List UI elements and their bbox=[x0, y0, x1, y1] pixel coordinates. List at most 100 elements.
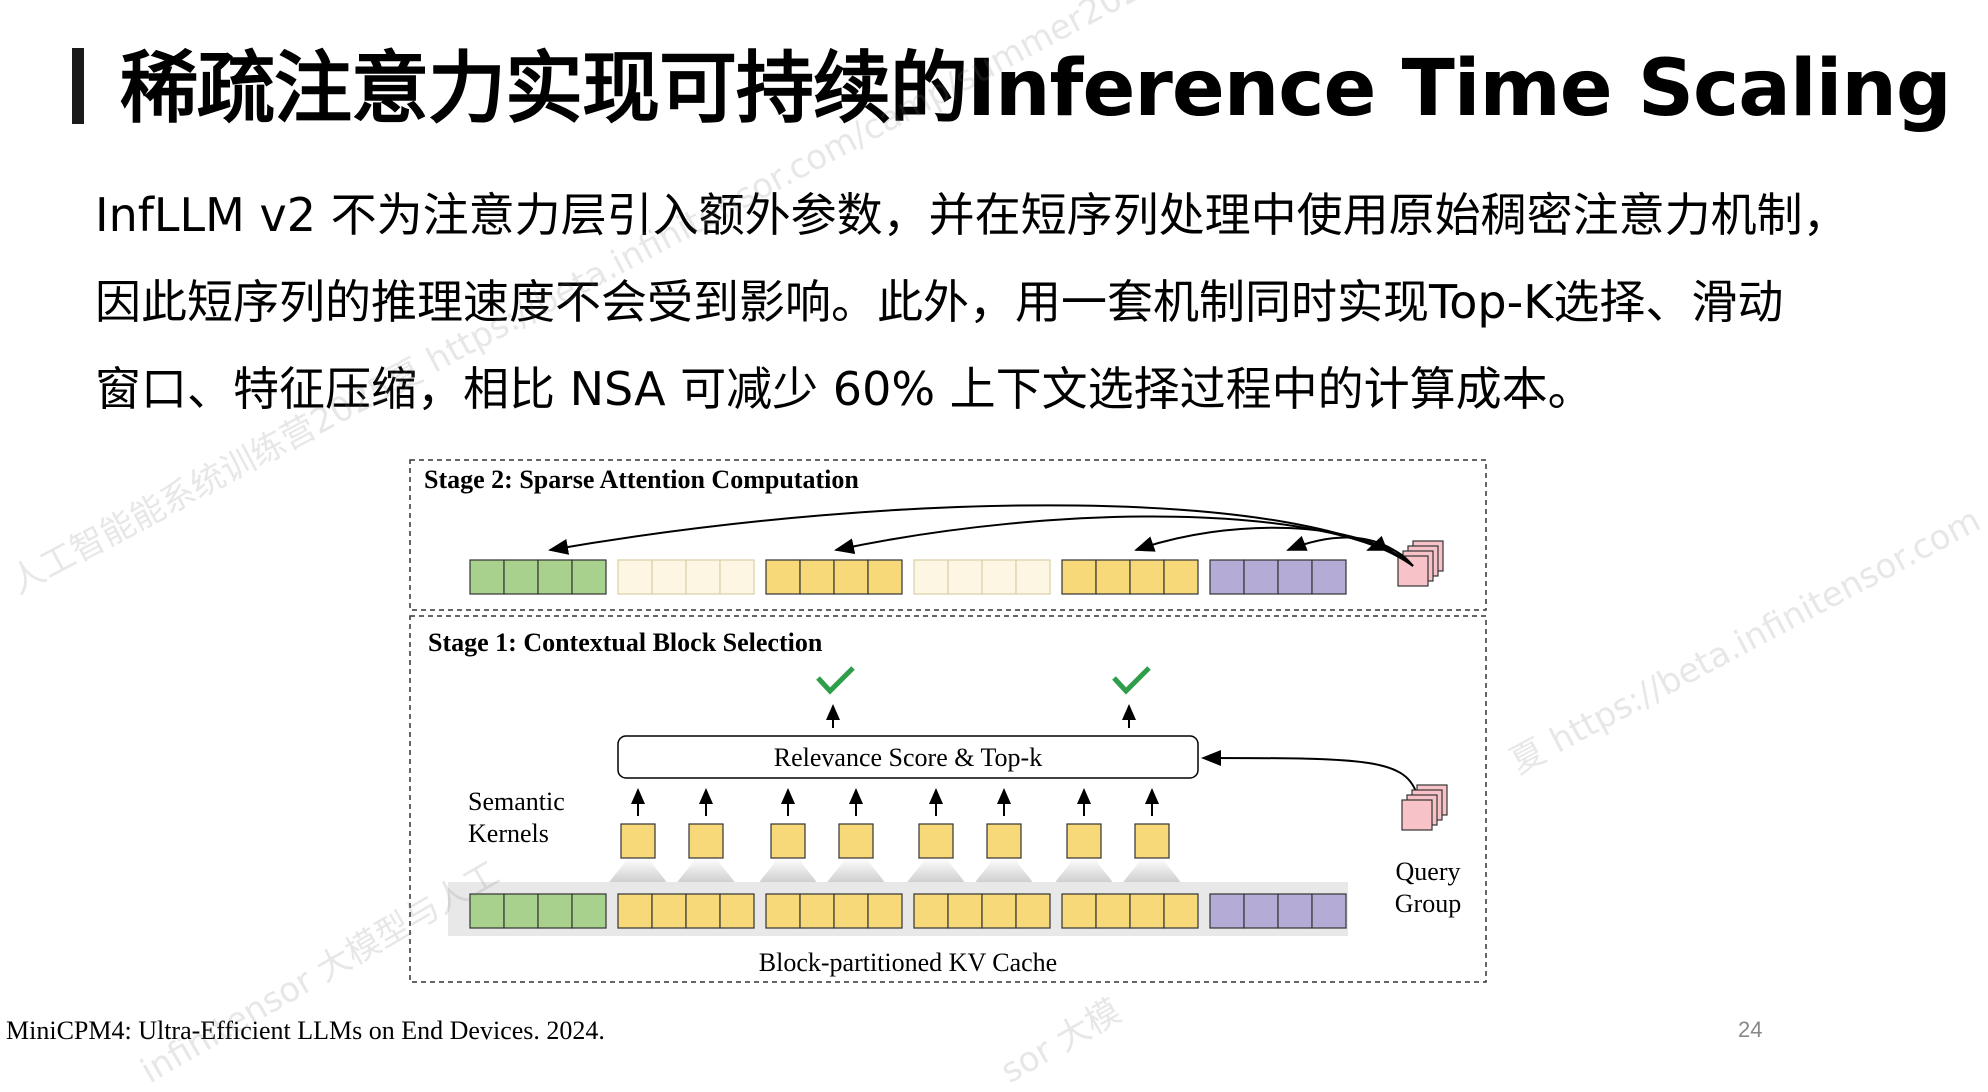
kv-cell bbox=[1061, 559, 1097, 595]
watermark-4: sor 大模 bbox=[994, 991, 1128, 1092]
kv-cell bbox=[1129, 559, 1165, 595]
kv-cell bbox=[617, 893, 653, 929]
kv-cell bbox=[1311, 559, 1347, 595]
kv-cell bbox=[799, 893, 835, 929]
watermark-2: 夏 https://beta.infinitensor.com bbox=[1503, 500, 1988, 783]
kv-cell bbox=[1163, 559, 1199, 595]
stage2-arrows bbox=[548, 504, 1414, 567]
kv-cell bbox=[1277, 893, 1313, 929]
kv-cache-label: Block-partitioned KV Cache bbox=[759, 948, 1057, 977]
query-square bbox=[1401, 799, 1433, 831]
kv-cell bbox=[1311, 893, 1347, 929]
slide-title: 稀疏注意力实现可持续的Inference Time Scaling bbox=[120, 44, 1952, 134]
kv-cell bbox=[1061, 893, 1097, 929]
kv-cell bbox=[947, 893, 983, 929]
kv-cell bbox=[1243, 559, 1279, 595]
kv-cell bbox=[1277, 559, 1313, 595]
kv-cell bbox=[1015, 893, 1051, 929]
kv-cell bbox=[1209, 559, 1245, 595]
stage2-block-faded-1 bbox=[617, 559, 755, 595]
stage2-block-purple bbox=[1209, 559, 1347, 595]
kv-cell bbox=[469, 559, 505, 595]
query-to-relevance-arrow bbox=[1201, 750, 1419, 799]
semantic-kernel bbox=[620, 823, 656, 859]
kv-cell bbox=[617, 559, 653, 595]
slide-body: InfLLM v2 不为注意力层引入额外参数，并在短序列处理中使用原始稠密注意力… bbox=[95, 172, 1895, 433]
relevance-score-label: Relevance Score & Top-k bbox=[774, 743, 1042, 772]
kv-cell bbox=[1209, 893, 1245, 929]
stage1-block-yellow-4 bbox=[1061, 893, 1199, 929]
kv-cell bbox=[913, 893, 949, 929]
body-line-1: InfLLM v2 不为注意力层引入额外参数，并在短序列处理中使用原始稠密注意力… bbox=[95, 188, 1849, 242]
kv-cell bbox=[1129, 893, 1165, 929]
stage1-block-purple bbox=[1209, 893, 1347, 929]
kv-cell bbox=[765, 893, 801, 929]
semantic-kernel bbox=[770, 823, 806, 859]
footer-reference: MiniCPM4: Ultra-Efficient LLMs on End De… bbox=[6, 1016, 605, 1045]
semantic-kernel bbox=[918, 823, 954, 859]
kv-cell bbox=[685, 893, 721, 929]
kv-cell bbox=[651, 559, 687, 595]
stage1-kv-row bbox=[469, 893, 1347, 929]
kv-cell bbox=[719, 559, 755, 595]
stage1-block-yellow-2 bbox=[765, 893, 903, 929]
kv-cell bbox=[1243, 893, 1279, 929]
stage1-block-green bbox=[469, 893, 607, 929]
semantic-kernels bbox=[604, 788, 1186, 894]
kv-cell bbox=[1095, 893, 1131, 929]
kv-cell bbox=[571, 893, 607, 929]
kv-cell bbox=[947, 559, 983, 595]
semantic-kernels-label-2: Kernels bbox=[468, 819, 549, 848]
kv-cell bbox=[685, 559, 721, 595]
stage2-block-yellow-1 bbox=[765, 559, 903, 595]
kv-cell bbox=[1095, 559, 1131, 595]
kv-cell bbox=[1015, 559, 1051, 595]
semantic-kernel bbox=[1134, 823, 1170, 859]
semantic-kernels-label-1: Semantic bbox=[468, 787, 565, 816]
check-icon-1 bbox=[816, 666, 855, 695]
stage2-title: Stage 2: Sparse Attention Computation bbox=[424, 465, 859, 494]
stage2-frame bbox=[409, 459, 1487, 611]
stage1-query-stack bbox=[1401, 784, 1448, 831]
kv-cell bbox=[867, 893, 903, 929]
relevance-score-box bbox=[617, 735, 1199, 779]
semantic-kernel bbox=[986, 823, 1022, 859]
query-group-label-1: Query bbox=[1396, 857, 1461, 886]
kv-cell bbox=[651, 893, 687, 929]
semantic-kernel bbox=[838, 823, 874, 859]
kv-cell bbox=[571, 559, 607, 595]
kv-cell bbox=[833, 559, 869, 595]
body-line-3: 窗口、特征压缩，相比 NSA 可减少 60% 上下文选择过程中的计算成本。 bbox=[95, 362, 1594, 416]
stage2-block-green bbox=[469, 559, 607, 595]
stage1-block-yellow-1 bbox=[617, 893, 755, 929]
query-group-label-2: Group bbox=[1395, 889, 1461, 918]
kv-cell bbox=[799, 559, 835, 595]
title-accent-bar bbox=[72, 48, 84, 124]
kv-cell bbox=[1163, 893, 1199, 929]
stage2-block-yellow-2 bbox=[1061, 559, 1199, 595]
kv-cell bbox=[867, 559, 903, 595]
semantic-kernel bbox=[688, 823, 724, 859]
page-number: 24 bbox=[1738, 1017, 1763, 1042]
kv-cell bbox=[913, 559, 949, 595]
stage1-frame bbox=[409, 615, 1487, 983]
query-square bbox=[1397, 555, 1429, 587]
kv-cell bbox=[765, 559, 801, 595]
semantic-kernel bbox=[1066, 823, 1102, 859]
stage1-block-yellow-3 bbox=[913, 893, 1051, 929]
kv-cell bbox=[503, 893, 539, 929]
kv-cell bbox=[833, 893, 869, 929]
kv-cell bbox=[981, 559, 1017, 595]
kv-cell bbox=[469, 893, 505, 929]
stage1-title: Stage 1: Contextual Block Selection bbox=[428, 628, 823, 657]
body-line-2: 因此短序列的推理速度不会受到影响。此外，用一套机制同时实现Top-K选择、滑动 bbox=[95, 275, 1784, 329]
infllm-diagram: Stage 2: Sparse Attention Computation St… bbox=[409, 459, 1487, 983]
stage2-kv-row bbox=[469, 559, 1347, 595]
kv-cell bbox=[537, 893, 573, 929]
kv-cell bbox=[719, 893, 755, 929]
stage2-block-faded-2 bbox=[913, 559, 1051, 595]
kv-cell bbox=[503, 559, 539, 595]
kv-cell bbox=[537, 559, 573, 595]
kv-cell bbox=[981, 893, 1017, 929]
check-icon-2 bbox=[1112, 666, 1151, 695]
